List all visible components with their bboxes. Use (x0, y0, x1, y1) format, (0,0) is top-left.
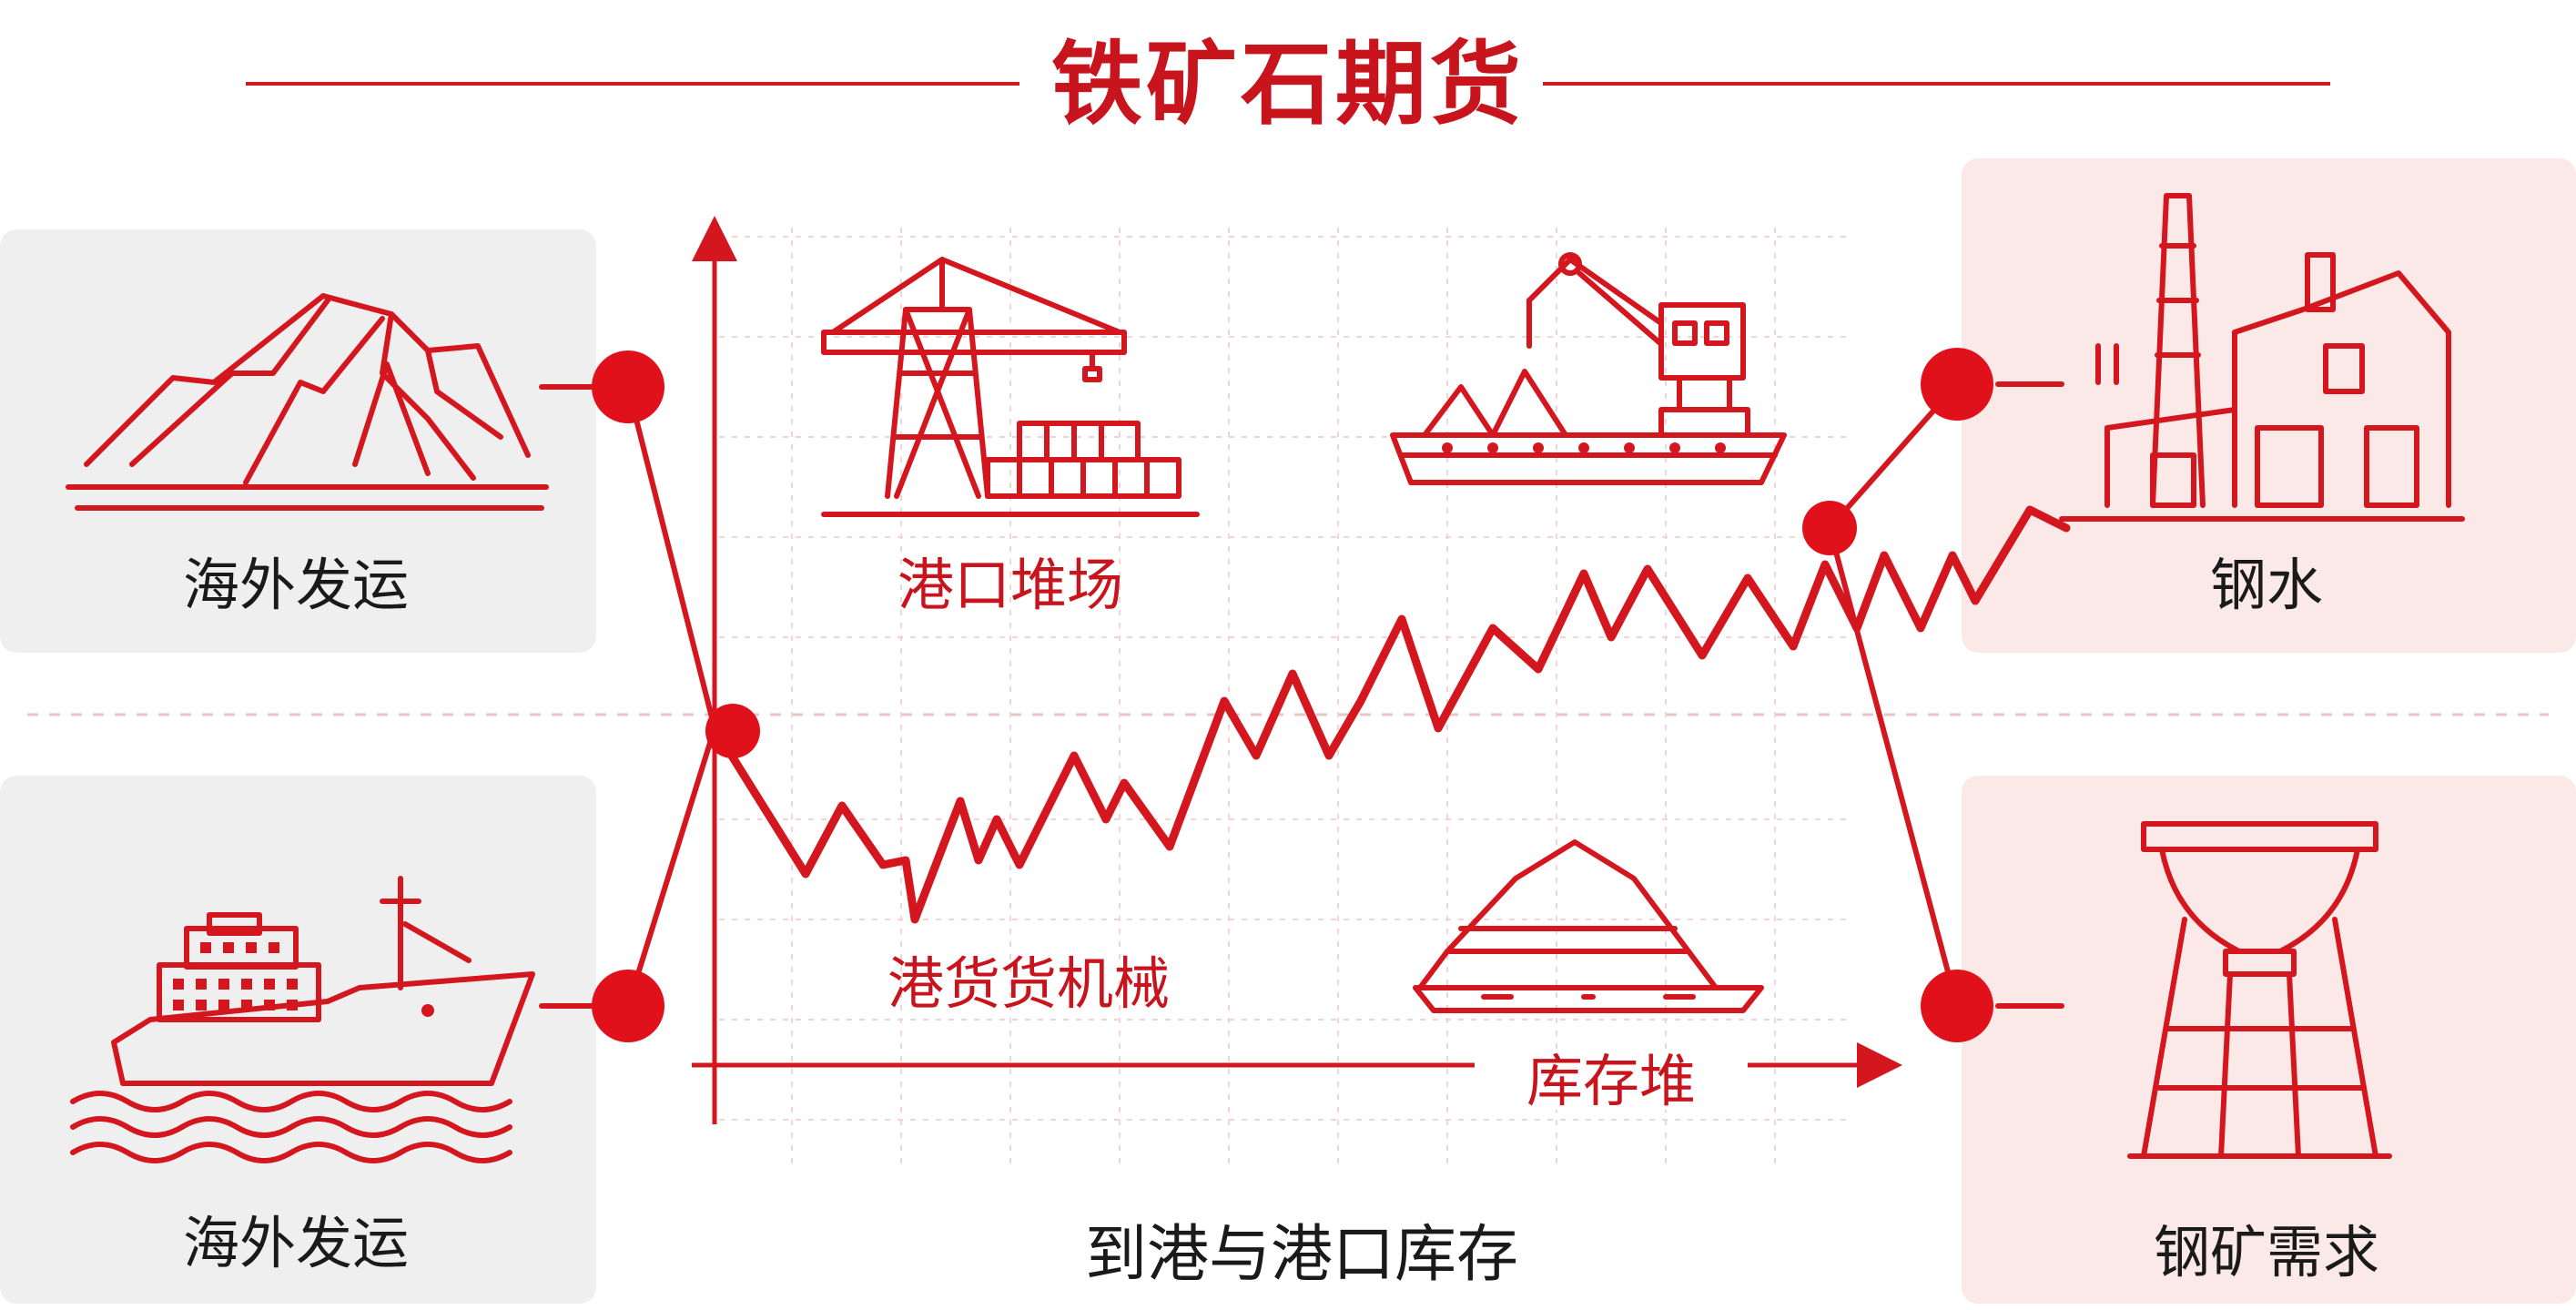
label-stock-pile: 库存堆 (1475, 1053, 1748, 1110)
connector-left-bottom (625, 726, 717, 1009)
label-arrival-inventory: 到港与港口库存 (1084, 1219, 1518, 1291)
connector-right-bottom (1827, 525, 1960, 1009)
loader-ship-icon (1390, 252, 1787, 485)
connector-left-top (625, 384, 717, 731)
label-cargo-machinery: 港货货机械 (887, 950, 1170, 1017)
label-overseas-bottom: 海外发运 (182, 1210, 409, 1276)
node-molten-steel (1921, 348, 1993, 421)
port-crane-icon (821, 257, 1200, 517)
blast-furnace-icon (2127, 821, 2392, 1159)
label-port-yard: 港口堆场 (897, 552, 1123, 618)
label-molten-steel: 钢水 (2209, 552, 2323, 618)
label-overseas-top: 海外发运 (182, 552, 409, 618)
panel-overseas-bottom (0, 776, 596, 1304)
panel-molten-steel (1962, 158, 2576, 653)
price-trend-line (710, 505, 2071, 924)
label-steel-demand: 钢矿需求 (2153, 1219, 2379, 1285)
node-steel-demand (1921, 970, 1993, 1042)
page-title: 铁矿石期货 (1051, 31, 1525, 137)
ore-pile-icon (1413, 839, 1764, 1013)
steel-factory-icon (2059, 193, 2465, 522)
cargo-ship-icon (70, 876, 535, 1163)
panel-overseas-top (0, 229, 596, 653)
node-overseas-top (592, 350, 664, 423)
mountain-icon (66, 293, 549, 511)
panel-steel-demand (1962, 776, 2576, 1304)
node-overseas-bottom (592, 970, 664, 1042)
node-arrival (705, 704, 760, 758)
node-peak (1802, 501, 1857, 555)
